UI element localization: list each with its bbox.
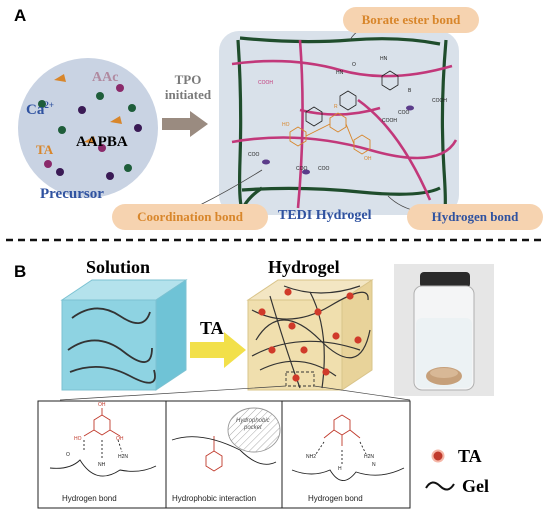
chem-coo-1: COO: [248, 152, 260, 158]
hydrophobic-pocket-label: Hydrophobic pocket: [236, 418, 270, 431]
inset-3-nh2: NH2: [306, 454, 317, 460]
chem-coo-4: COO: [398, 110, 410, 116]
hydrogel-panel: [219, 31, 459, 215]
inset-1-h2n: H2N: [118, 454, 129, 460]
inset-1-o: O: [66, 452, 70, 458]
chem-cooh-1: COOH: [258, 80, 273, 86]
solution-label: Solution: [86, 257, 151, 277]
chem-hn-2: HN: [380, 56, 388, 62]
inset-2-caption: Hydrophobic interaction: [172, 494, 257, 503]
label-aac: AAc: [92, 70, 119, 85]
tpo-arrow: [162, 111, 208, 137]
inset-1-nh: NH: [98, 462, 106, 468]
chem-b: B: [408, 88, 412, 94]
ta-arrow: [190, 332, 246, 368]
inset-2-structure: [171, 407, 281, 472]
coordination-bond-pill: Coordination bond: [112, 204, 268, 230]
hydrogel-label: Hydrogel: [268, 257, 340, 277]
legend-graphics: [425, 449, 455, 491]
inset-1-oh: OH: [116, 436, 124, 442]
inset-3-caption: Hydrogen bond: [308, 494, 363, 503]
chem-oh: OH: [364, 156, 372, 162]
inset-1-caption: Hydrogen bond: [62, 494, 117, 503]
solution-cube: [60, 279, 188, 391]
inset-1-structure: [49, 408, 157, 477]
ta-arrow-label: TA: [200, 318, 224, 338]
legend-ta-label: TA: [458, 446, 482, 466]
hydrogel-cube: [59, 279, 411, 401]
precursor-particles: [38, 74, 142, 180]
tedi-hydrogel-label: TEDI Hydrogel: [278, 208, 372, 223]
label-ca: Ca2+: [26, 100, 54, 118]
borate-ester-bond-pill: Borate ester bond: [343, 7, 479, 33]
chem-coo-2: COO: [296, 166, 308, 172]
inset-3-h: H: [338, 466, 342, 472]
hydrogen-bond-pill: Hydrogen bond: [407, 204, 543, 230]
label-ta: TA: [36, 142, 54, 157]
label-aapba: AAPBA: [76, 134, 128, 150]
inset-1-ho: HO: [74, 436, 82, 442]
chem-r: R: [334, 104, 338, 110]
chem-cooh-2: COOH: [432, 98, 447, 104]
inset-3-n: N: [372, 462, 376, 468]
panel-a-letter: A: [14, 6, 27, 25]
tpo-label: TPO initiated: [164, 72, 212, 102]
inset-3-h2n: H2N: [364, 454, 375, 460]
ta-rings: [289, 112, 371, 155]
legend-gel-label: Gel: [462, 476, 489, 496]
chem-rings: [305, 70, 399, 127]
chem-hn-1: HN: [336, 70, 344, 76]
precursor-caption: Precursor: [40, 186, 104, 202]
chem-ho: HO: [282, 122, 290, 128]
coordination-sites: [262, 105, 414, 175]
vial-photo: [394, 264, 494, 396]
chem-coo-3: COO: [318, 166, 330, 172]
chem-o: O: [352, 62, 356, 68]
inset-1-oh-top: OH: [98, 402, 106, 408]
inset-3-structure: [291, 414, 405, 481]
panel-b-letter: B: [14, 262, 27, 281]
chem-cooh-3: COOH: [382, 118, 397, 124]
insets-frame: [37, 400, 411, 509]
